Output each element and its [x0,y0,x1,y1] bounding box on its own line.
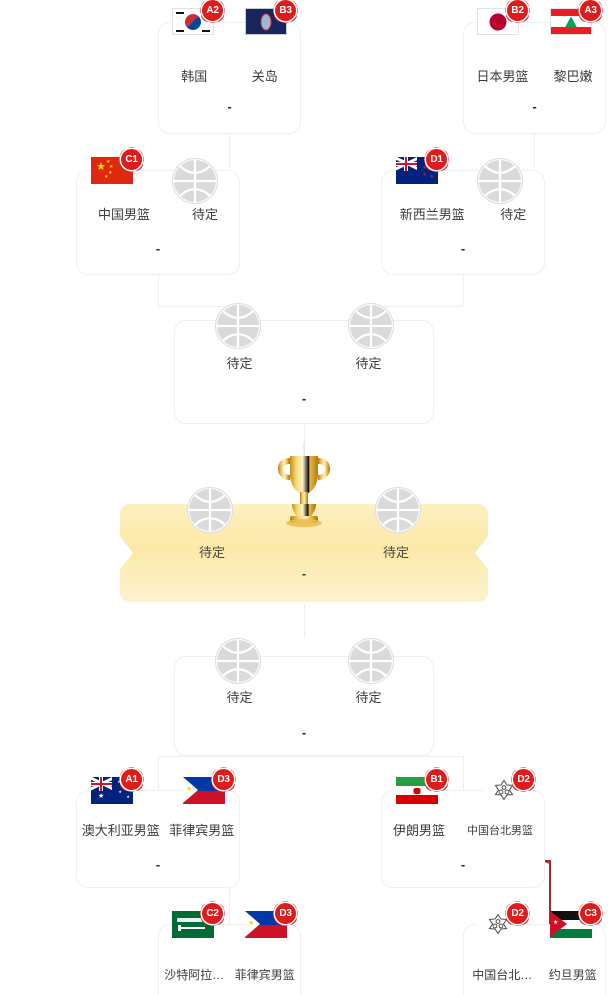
match-score: - [155,241,161,256]
connector-r16-bot-left-down [229,888,230,924]
team-name: 中国台北男篮 [466,825,533,837]
match-score: - [301,566,307,581]
team-name: 中国男篮 [97,207,150,222]
team-flag-australia: ★ ★ ★ ★ ★ A1 [91,769,142,804]
team-name: 待定 [226,690,253,705]
connector-qf-top-right-down [534,133,535,169]
team-name: 待定 [226,356,253,371]
team-name: 菲律宾男篮 [169,823,235,838]
basketball-placeholder-icon [348,303,394,349]
basketball-placeholder-icon [375,487,421,533]
connector-r16-top-right-down [463,274,464,306]
basketball-placeholder-icon [187,487,233,533]
seed-badge: A1 [121,769,142,790]
match-card-qf-top-right[interactable]: 日本男篮 黎巴嫩 - [463,22,606,134]
team-name: 待定 [191,207,218,222]
team-flag-chinese-taipei: D2 [477,903,528,938]
seed-badge: A2 [202,0,223,21]
seed-badge: D2 [507,903,528,924]
seed-badge: B2 [507,0,528,21]
connector-highlight-v [549,862,551,940]
team-name: 约旦男篮 [548,968,597,982]
team-flag-chinese-taipei: D2 [483,769,534,804]
connector-bus-bottom [158,756,464,757]
match-card-semifinal-bottom[interactable]: 待定 待定 - [174,656,434,756]
match-score: - [301,725,307,740]
match-score: - [460,857,466,872]
team-name: 新西兰男篮 [399,207,465,222]
trophy-icon [268,440,340,541]
connector-bus-bottom-left-down [158,756,159,790]
team-flag-guam: B3 [245,0,296,35]
seed-badge: D2 [513,769,534,790]
team-name: 待定 [198,545,225,560]
team-name: 黎巴嫩 [553,69,593,84]
team-name: 关岛 [251,69,278,84]
connector-r16-top-left-down [158,274,159,306]
seed-badge: B1 [426,769,447,790]
team-name: 澳大利亚男篮 [81,823,160,838]
match-score: - [532,99,537,114]
connector-qf-top-left-down [229,133,230,169]
match-score: - [227,99,232,114]
seed-badge: D3 [213,769,234,790]
connector-bus-bottom-right-down [463,756,464,790]
connector-bus-top-right [383,306,463,307]
team-name: 沙特阿拉… [164,968,225,982]
seed-badge: C3 [580,903,601,924]
team-name: 中国台北… [472,968,533,982]
match-card-final[interactable]: 待定 待定 - [120,504,488,602]
connector-final-to-sf-bottom [304,604,305,638]
team-flag-jordan: ★ C3 [550,903,601,938]
team-flag-philippines: ★ D3 [245,903,296,938]
seed-badge: C2 [202,903,223,924]
match-card-qf-top-left[interactable]: 韩国 关岛 - [158,22,301,134]
seed-badge: A3 [580,0,601,21]
basketball-placeholder-icon [215,638,261,684]
basketball-placeholder-icon [348,638,394,684]
team-name: 日本男篮 [476,69,529,84]
team-flag-new-zealand: ★ ★ ★ ★ D1 [396,149,447,184]
basketball-placeholder-icon [172,158,218,204]
match-card-semifinal-top[interactable]: 待定 待定 - [174,320,434,424]
team-flag-china: ★ ★ ★ ★ ★ C1 [91,149,142,184]
match-card-r16-bot-left[interactable]: 澳大利亚男篮 菲律宾男篮 - [76,790,240,888]
seed-badge: D3 [275,903,296,924]
team-flag-lebanon: A3 [550,0,601,35]
team-flag-saudi-arabia: C2 [172,903,223,938]
match-card-r16-bot-right[interactable]: 伊朗男篮 中国台北男篮 - [381,790,545,888]
seed-badge: C1 [121,149,142,170]
team-name: 待定 [355,690,382,705]
team-name: 待定 [355,356,382,371]
team-name: 待定 [500,207,527,222]
basketball-placeholder-icon [215,303,261,349]
basketball-placeholder-icon [477,158,523,204]
match-score: - [155,857,161,872]
match-score: - [460,241,466,256]
team-name: 韩国 [181,69,208,84]
team-name: 菲律宾男篮 [234,968,295,982]
seed-badge: D1 [426,149,447,170]
match-score: - [301,391,307,406]
team-name: 待定 [382,545,409,560]
seed-badge: B3 [275,0,296,21]
connector-bus-top-left [158,306,238,307]
team-name: 伊朗男篮 [392,823,445,838]
team-flag-philippines: ★ D3 [183,769,234,804]
team-flag-japan: B2 [477,0,528,35]
team-flag-iran: B1 [396,769,447,804]
team-flag-south-korea: A2 [172,0,223,35]
